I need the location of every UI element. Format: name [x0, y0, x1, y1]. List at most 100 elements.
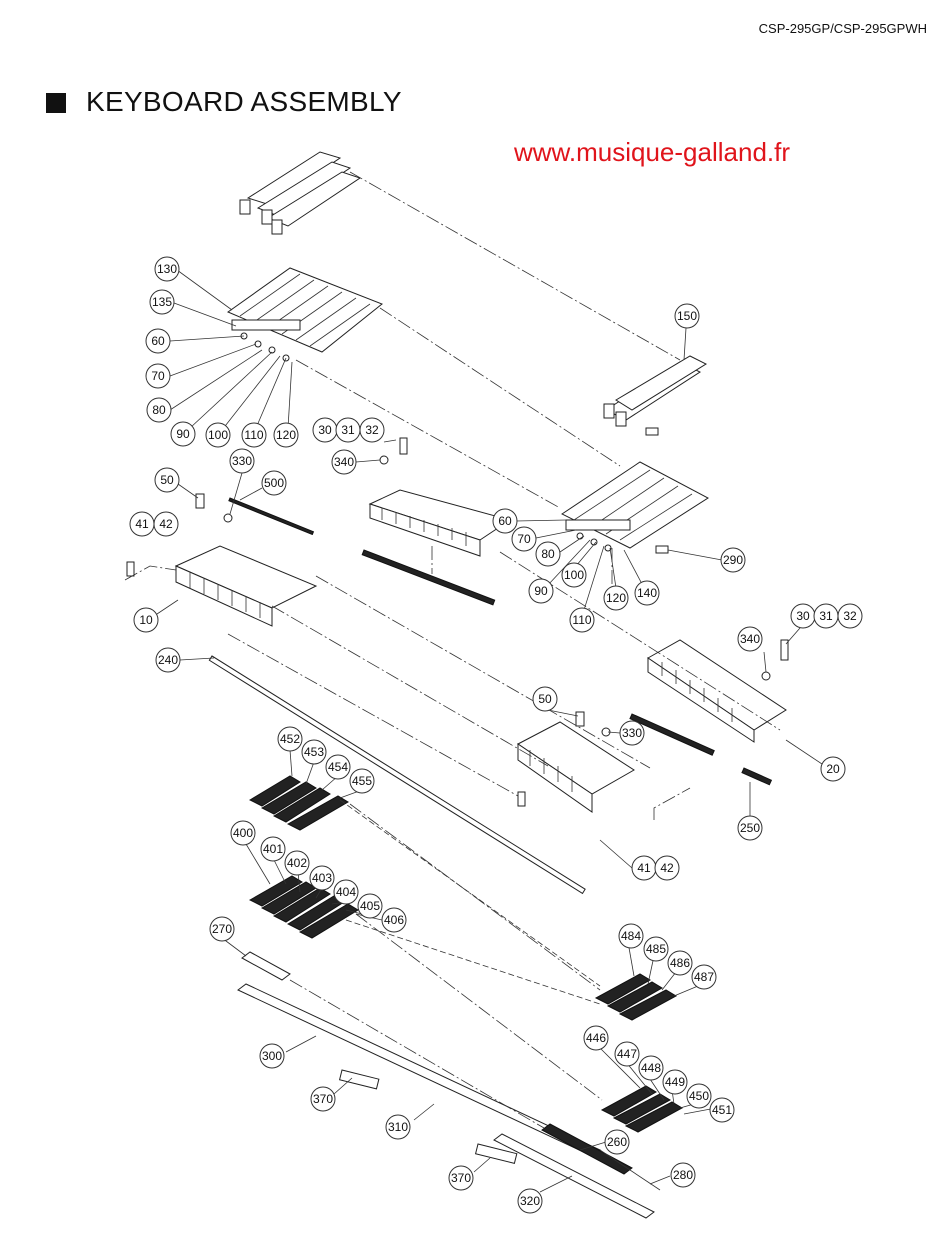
part-hammers-484	[594, 973, 678, 1021]
callout-80: 80	[146, 397, 172, 423]
svg-text:80: 80	[541, 547, 555, 561]
svg-text:300: 300	[262, 1049, 282, 1063]
svg-text:450: 450	[689, 1089, 709, 1103]
svg-text:330: 330	[232, 454, 252, 468]
svg-text:500: 500	[264, 476, 284, 490]
part-chassis-right	[629, 639, 789, 756]
svg-text:80: 80	[152, 403, 166, 417]
svg-text:340: 340	[740, 632, 760, 646]
svg-text:70: 70	[151, 369, 165, 383]
svg-text:42: 42	[660, 861, 674, 875]
svg-text:330: 330	[622, 726, 642, 740]
svg-text:320: 320	[520, 1194, 540, 1208]
callout-41-a: 41	[129, 511, 155, 537]
callout-30-a: 30	[312, 417, 338, 443]
callout-455: 455	[349, 768, 375, 794]
svg-text:100: 100	[208, 428, 228, 442]
callout-bubbles: 130 135 60 70 80 90 100 110 120 150 30 3…	[129, 256, 863, 1214]
svg-text:452: 452	[280, 732, 300, 746]
callout-240: 240	[155, 647, 181, 673]
svg-text:150: 150	[677, 309, 697, 323]
svg-text:140: 140	[637, 586, 657, 600]
callout-135: 135	[149, 289, 175, 315]
callout-401: 401	[260, 836, 286, 862]
svg-text:310: 310	[388, 1120, 408, 1134]
svg-text:42: 42	[159, 517, 173, 531]
parts-drawing	[126, 151, 789, 1219]
callout-290: 290	[720, 547, 746, 573]
callout-446: 446	[583, 1025, 609, 1051]
callout-60: 60	[145, 328, 171, 354]
svg-text:404: 404	[336, 885, 356, 899]
svg-text:32: 32	[365, 423, 379, 437]
svg-text:280: 280	[673, 1168, 693, 1182]
svg-text:340: 340	[334, 455, 354, 469]
svg-text:41: 41	[637, 861, 651, 875]
callout-451: 451	[709, 1097, 735, 1123]
callout-402: 402	[284, 850, 310, 876]
callout-110-b: 110	[569, 607, 595, 633]
callout-100-b: 100	[561, 562, 587, 588]
callout-405: 405	[357, 893, 383, 919]
svg-text:135: 135	[152, 295, 172, 309]
callout-110: 110	[241, 422, 267, 448]
callout-454: 454	[325, 754, 351, 780]
callout-486: 486	[667, 950, 693, 976]
part-chassis-center	[517, 711, 635, 813]
part-key-set-middle	[561, 461, 709, 554]
leader-lines	[156, 269, 823, 1193]
svg-text:484: 484	[621, 929, 641, 943]
callout-400: 400	[230, 820, 256, 846]
svg-text:451: 451	[712, 1103, 732, 1117]
callout-403: 403	[309, 865, 335, 891]
callout-60-b: 60	[492, 508, 518, 534]
part-key-set-right-top	[603, 355, 708, 436]
svg-text:30: 30	[796, 609, 810, 623]
callout-448: 448	[638, 1055, 664, 1081]
callout-41-b: 41	[631, 855, 657, 881]
callout-140: 140	[634, 580, 660, 606]
callout-10: 10	[133, 607, 159, 633]
svg-text:60: 60	[498, 514, 512, 528]
callout-30-b: 30	[790, 603, 816, 629]
callout-310: 310	[385, 1114, 411, 1140]
callout-31-b: 31	[813, 603, 839, 629]
svg-text:50: 50	[160, 473, 174, 487]
callout-406: 406	[381, 907, 407, 933]
callout-447: 447	[614, 1041, 640, 1067]
svg-text:120: 120	[276, 428, 296, 442]
callout-90: 90	[170, 421, 196, 447]
svg-text:30: 30	[318, 423, 332, 437]
svg-text:100: 100	[564, 568, 584, 582]
svg-text:405: 405	[360, 899, 380, 913]
svg-text:446: 446	[586, 1031, 606, 1045]
callout-487: 487	[691, 964, 717, 990]
svg-text:454: 454	[328, 760, 348, 774]
svg-text:485: 485	[646, 942, 666, 956]
svg-text:31: 31	[819, 609, 833, 623]
callout-340-b: 340	[737, 626, 763, 652]
callout-270: 270	[209, 916, 235, 942]
svg-text:130: 130	[157, 262, 177, 276]
svg-text:240: 240	[158, 653, 178, 667]
part-long-rails	[208, 655, 773, 895]
part-top-keys	[239, 151, 362, 235]
svg-text:41: 41	[135, 517, 149, 531]
svg-text:402: 402	[287, 856, 307, 870]
svg-text:260: 260	[607, 1135, 627, 1149]
svg-text:455: 455	[352, 774, 372, 788]
callout-80-b: 80	[535, 541, 561, 567]
svg-text:487: 487	[694, 970, 714, 984]
svg-text:290: 290	[723, 553, 743, 567]
callout-20: 20	[820, 756, 846, 782]
svg-text:250: 250	[740, 821, 760, 835]
callout-452: 452	[277, 726, 303, 752]
svg-text:90: 90	[534, 584, 548, 598]
callout-70: 70	[145, 363, 171, 389]
callout-42-b: 42	[654, 855, 680, 881]
section-heading: KEYBOARD ASSEMBLY	[46, 86, 402, 118]
svg-text:110: 110	[244, 428, 263, 442]
part-hammers-452	[248, 775, 349, 831]
callout-404: 404	[333, 879, 359, 905]
